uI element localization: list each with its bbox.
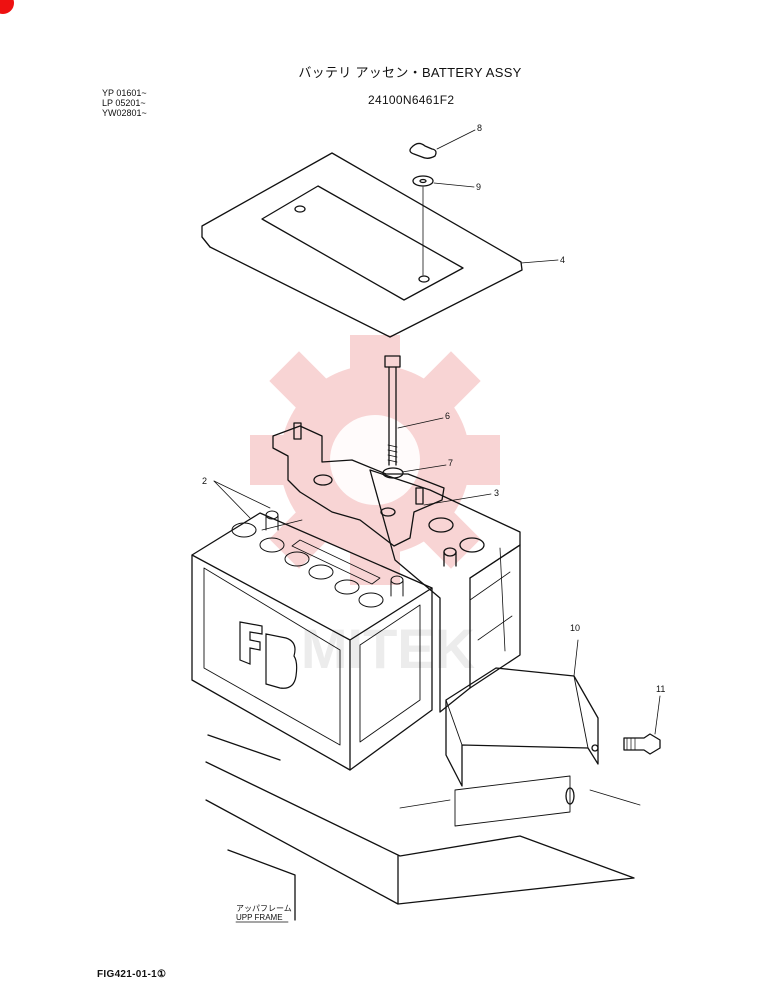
hold-down-bracket xyxy=(272,425,445,547)
serial-range: LP 05201~ xyxy=(102,98,146,108)
battery-rear xyxy=(369,469,521,713)
callout-2: 2 xyxy=(202,476,208,486)
bolt-11 xyxy=(623,733,661,755)
cover-recess xyxy=(261,185,464,301)
terminal-cover xyxy=(445,667,599,787)
upper-frame xyxy=(205,734,635,921)
callout-4: 4 xyxy=(560,255,566,265)
callout-10: 10 xyxy=(570,623,581,633)
corner-mark xyxy=(0,0,14,14)
frame-label-en: UPP FRAME xyxy=(236,913,283,922)
serial-range: YP 01601~ xyxy=(102,88,147,98)
leader-lines xyxy=(213,129,661,735)
battery-logo xyxy=(239,621,298,689)
part-number: 24100N6461F2 xyxy=(368,93,455,107)
frame-label-jp: アッパフレーム xyxy=(236,904,292,913)
washer-9 xyxy=(412,175,434,187)
callout-7: 7 xyxy=(448,458,454,468)
callout-3: 3 xyxy=(494,488,500,498)
battery-cover-plate xyxy=(201,152,523,338)
page-title: バッテリ アッセン・BATTERY ASSY xyxy=(298,65,522,80)
serial-range: YW02801~ xyxy=(102,108,147,118)
battery-front xyxy=(191,512,433,771)
figure-id: FIG421-01-1① xyxy=(97,969,167,980)
callout-9: 9 xyxy=(476,182,482,192)
watermark-text: MITEK xyxy=(301,617,475,680)
callout-6: 6 xyxy=(445,411,451,421)
watermark-gear xyxy=(250,335,500,585)
rod-bolt xyxy=(384,355,401,368)
callout-8: 8 xyxy=(477,123,483,133)
wing-nut xyxy=(409,142,437,159)
battery-caps xyxy=(231,510,404,608)
callout-11: 11 xyxy=(656,684,666,694)
